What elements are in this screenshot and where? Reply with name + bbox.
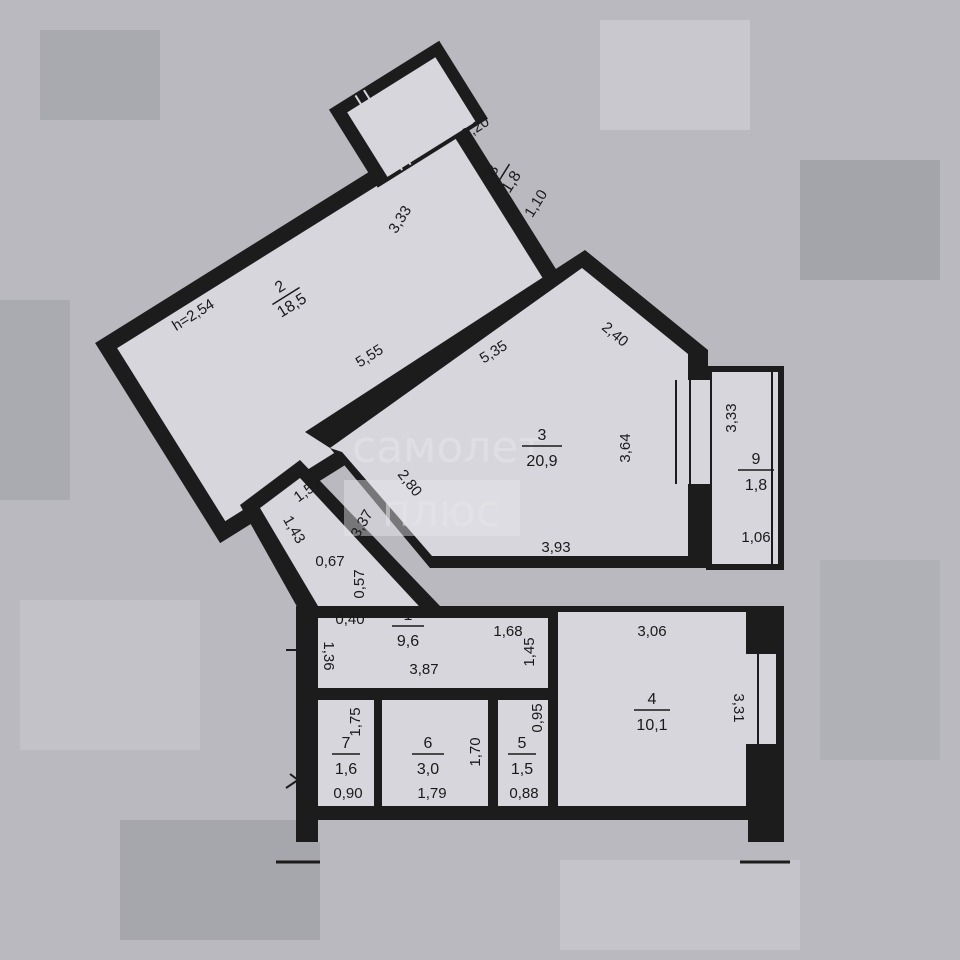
room-6-area: 3,0 bbox=[417, 761, 439, 778]
room-5-area: 1,5 bbox=[511, 761, 533, 778]
room-9-number: 9 bbox=[752, 451, 761, 468]
room-1-number: 1 bbox=[404, 607, 413, 624]
room-9-shape bbox=[666, 366, 784, 570]
floor-room-5 bbox=[498, 700, 548, 806]
room-1-area: 9,6 bbox=[397, 633, 419, 650]
room-6-number: 6 bbox=[424, 735, 433, 752]
dim-1-06: 1,06 bbox=[741, 529, 770, 546]
dim-3-87: 3,87 bbox=[409, 661, 438, 678]
dim-0-95: 0,95 bbox=[529, 703, 546, 732]
dim-0-88: 0,88 bbox=[509, 785, 538, 802]
room-3-number: 3 bbox=[538, 427, 547, 444]
floor-room-6 bbox=[382, 700, 488, 806]
lower-block bbox=[276, 606, 790, 864]
room-3-shape bbox=[305, 250, 708, 568]
floor-room-2 bbox=[117, 137, 563, 522]
room-4-number: 4 bbox=[648, 691, 657, 708]
dim-3-31: 3,31 bbox=[730, 693, 747, 722]
dim-3-93: 3,93 bbox=[541, 539, 570, 556]
room-7-number: 7 bbox=[342, 735, 351, 752]
room-3-area: 20,9 bbox=[526, 453, 557, 470]
dim-1-45: 1,45 bbox=[521, 637, 538, 666]
watermark-text-2: плюс bbox=[382, 486, 500, 537]
room-7-area: 1,6 bbox=[335, 761, 357, 778]
room-5-number: 5 bbox=[518, 735, 527, 752]
dim-1-75: 1,75 bbox=[347, 707, 364, 736]
dim-0-40: 0,40 bbox=[335, 611, 364, 628]
watermark-text-1: самолет bbox=[352, 422, 544, 473]
dim-3-06: 3,06 bbox=[637, 623, 666, 640]
dim-0-57: 0,57 bbox=[351, 569, 368, 598]
floor-room-4 bbox=[558, 612, 746, 806]
dim-3-64: 3,64 bbox=[617, 433, 634, 462]
dim-3-33-b: 3,33 bbox=[723, 403, 740, 432]
watermark: самолет плюс bbox=[344, 422, 544, 537]
dim-1-36: 1,36 bbox=[320, 641, 337, 670]
dim-1-70: 1,70 bbox=[467, 737, 484, 766]
room-9-area: 1,8 bbox=[745, 477, 767, 494]
wing-rotated bbox=[95, 40, 585, 544]
dim-0-90: 0,90 bbox=[333, 785, 362, 802]
room-4-area: 10,1 bbox=[636, 717, 667, 734]
floor-room-7 bbox=[318, 700, 374, 806]
floor-balcony-8 bbox=[347, 57, 476, 177]
dim-0-67: 0,67 bbox=[315, 553, 344, 570]
dim-1-79: 1,79 bbox=[417, 785, 446, 802]
dim-1-68: 1,68 bbox=[493, 623, 522, 640]
